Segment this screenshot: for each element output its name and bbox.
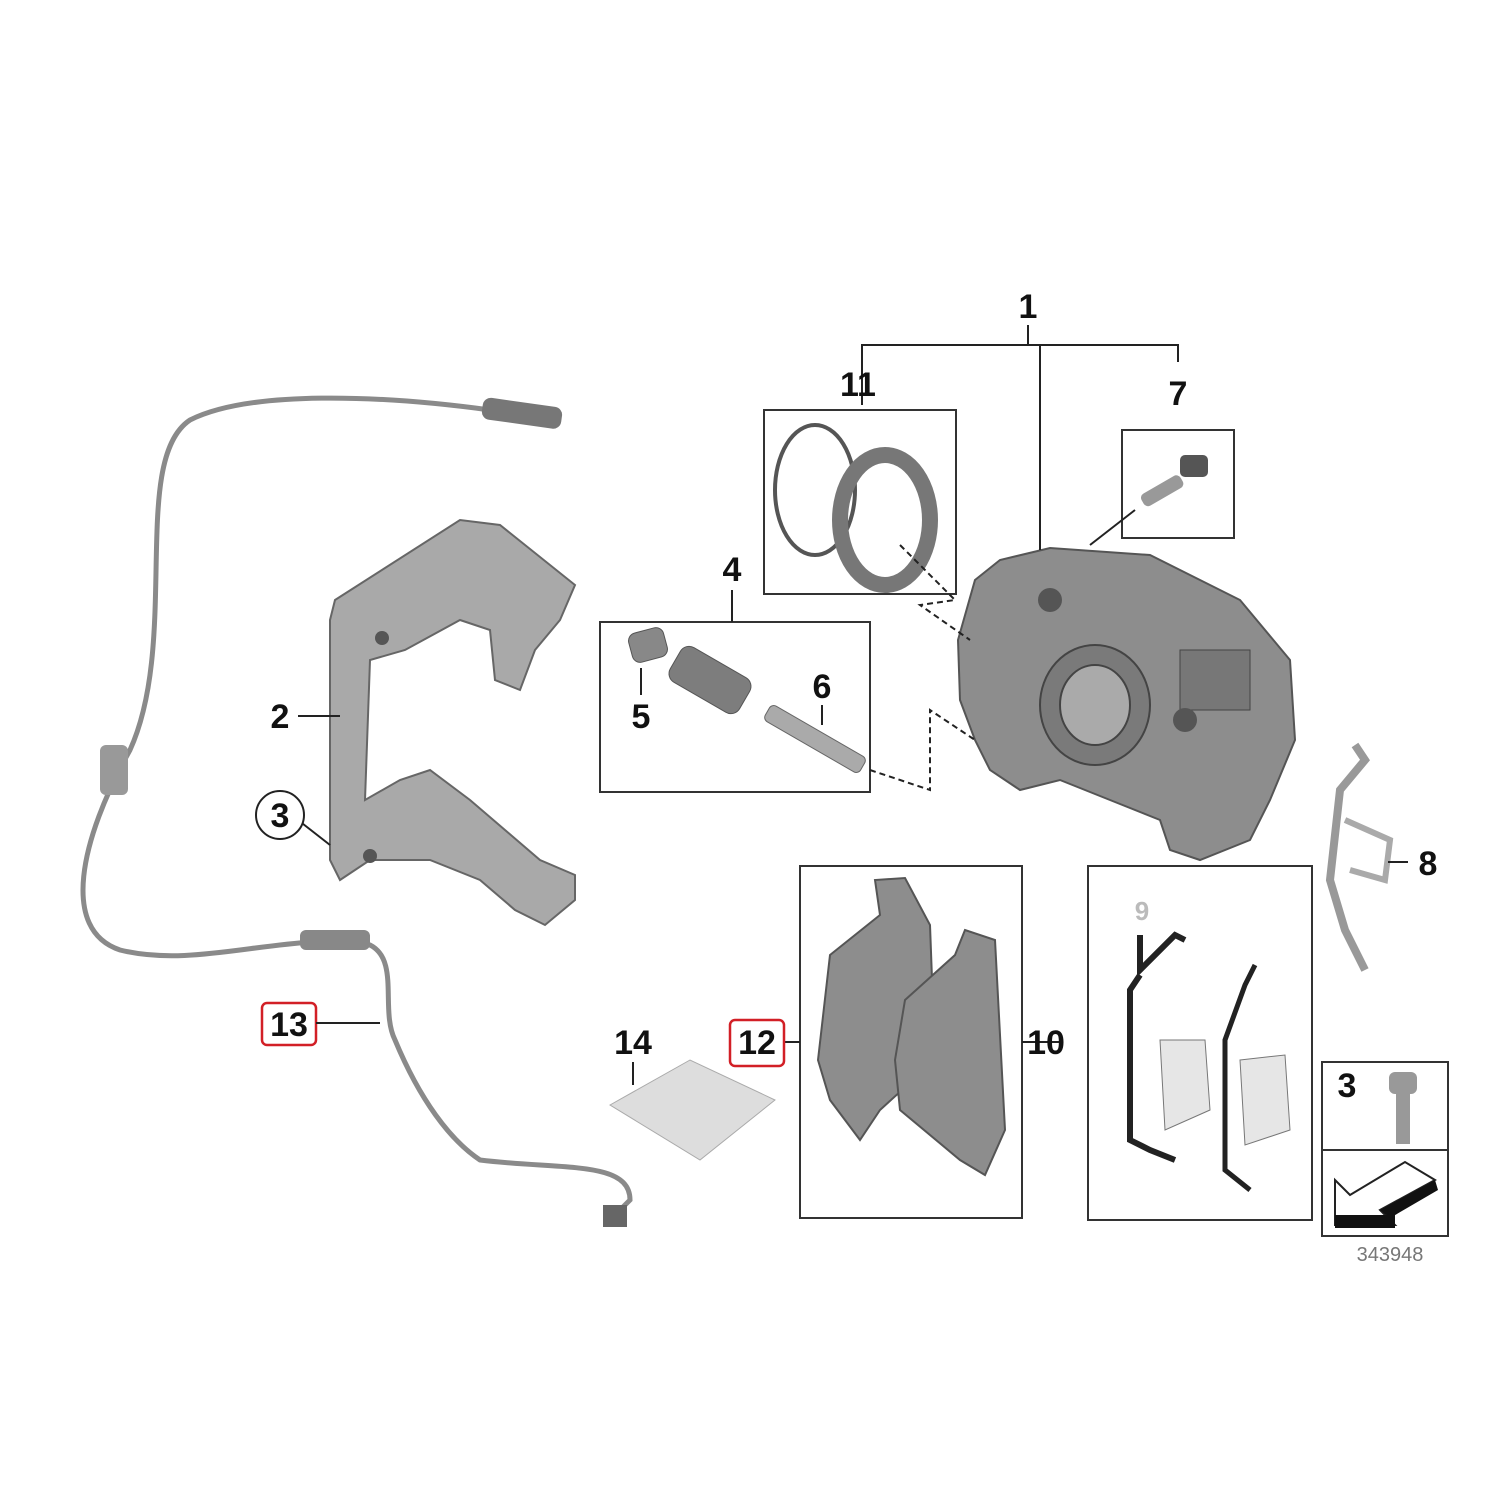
label-3[interactable]: 3 — [271, 797, 290, 835]
label-4[interactable]: 4 — [723, 551, 742, 589]
label-13[interactable]: 13 — [270, 1006, 308, 1044]
label-6[interactable]: 6 — [813, 668, 832, 706]
label-12[interactable]: 12 — [738, 1024, 776, 1062]
guide-bolt-kit-box[interactable] — [599, 621, 871, 793]
brake-caliper[interactable] — [956, 546, 1297, 862]
label-3-box[interactable]: 3 — [1338, 1067, 1357, 1105]
label-7[interactable]: 7 — [1169, 375, 1188, 413]
label-14[interactable]: 14 — [614, 1024, 652, 1062]
brake-pad-outer — [893, 928, 1007, 1177]
caliper-carrier[interactable] — [329, 518, 577, 927]
label-8[interactable]: 8 — [1419, 845, 1438, 883]
diagram-number: 343948 — [1357, 1244, 1424, 1266]
label-12-highlight — [728, 1018, 786, 1068]
arrow-left-down-icon — [1334, 1160, 1438, 1228]
label-1[interactable]: 1 — [1019, 288, 1038, 326]
label-5[interactable]: 5 — [632, 698, 651, 736]
label-9[interactable]: 9 — [1135, 896, 1149, 926]
label-11[interactable]: 11 — [840, 366, 876, 404]
bleeder-valve-box[interactable] — [1121, 429, 1235, 539]
pad-spring-kit-box[interactable] — [1087, 865, 1313, 1221]
piston-seal — [832, 447, 938, 593]
o-ring — [773, 423, 857, 557]
label-10[interactable]: 10 — [1027, 1024, 1065, 1062]
screw-icon — [1389, 1072, 1417, 1094]
anti-rattle-spring[interactable] — [1325, 742, 1408, 972]
grease-packet[interactable] — [609, 1059, 776, 1161]
label-2[interactable]: 2 — [271, 698, 290, 736]
piston-seal-kit-box[interactable] — [763, 409, 957, 595]
brake-wear-sensor[interactable] — [80, 395, 633, 1227]
label-3-circle — [255, 790, 305, 840]
